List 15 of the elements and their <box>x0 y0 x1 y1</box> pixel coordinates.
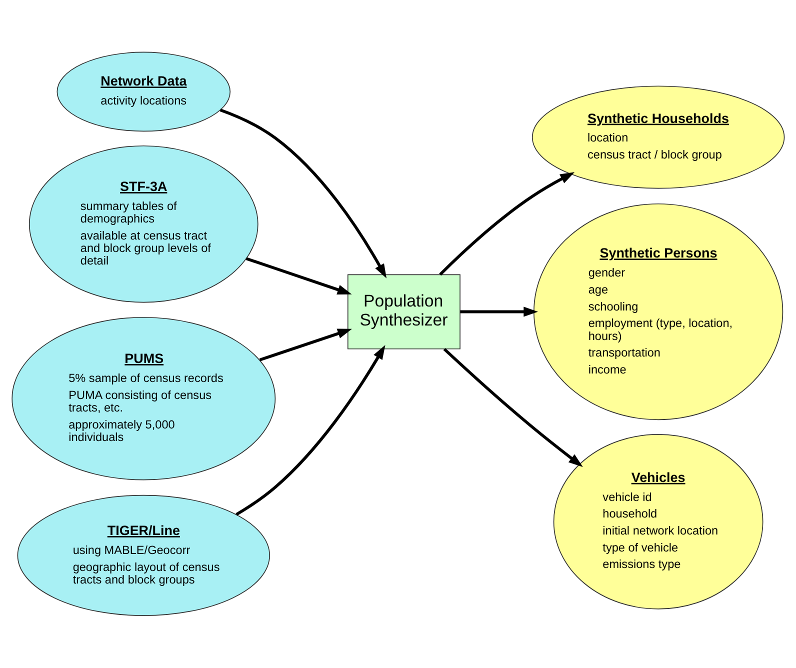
node-box: Population Synthesizer <box>347 274 460 350</box>
node-ellipse: Synthetic Persons gender age schooling employment (type, location, hours) transportation income <box>533 203 784 420</box>
arrow <box>443 348 583 468</box>
node-ellipse: TIGER/Line using MABLE/Geocorr geographic layout of census tracts and block groups <box>17 494 270 616</box>
arrow <box>236 345 386 516</box>
arrow <box>220 108 387 278</box>
node-ellipse: PUMS 5% sample of census records PUMA consisting of census tracts, etc. approximately 5,000 individuals <box>12 316 276 480</box>
node-ellipse: STF-3A summary tables of demographics available at census tract and block group levels of detail <box>28 145 258 303</box>
arrow <box>246 257 352 295</box>
node-ellipse: Network Data activity locations <box>56 52 231 132</box>
arrow <box>460 306 538 317</box>
node-ellipse: Synthetic Households location census tract / block group <box>532 86 785 189</box>
node-ellipse: Vehicles vehicle id household initial network location type of vehicle emissions type <box>553 434 764 610</box>
arrow <box>259 328 352 362</box>
arrow <box>439 172 575 276</box>
